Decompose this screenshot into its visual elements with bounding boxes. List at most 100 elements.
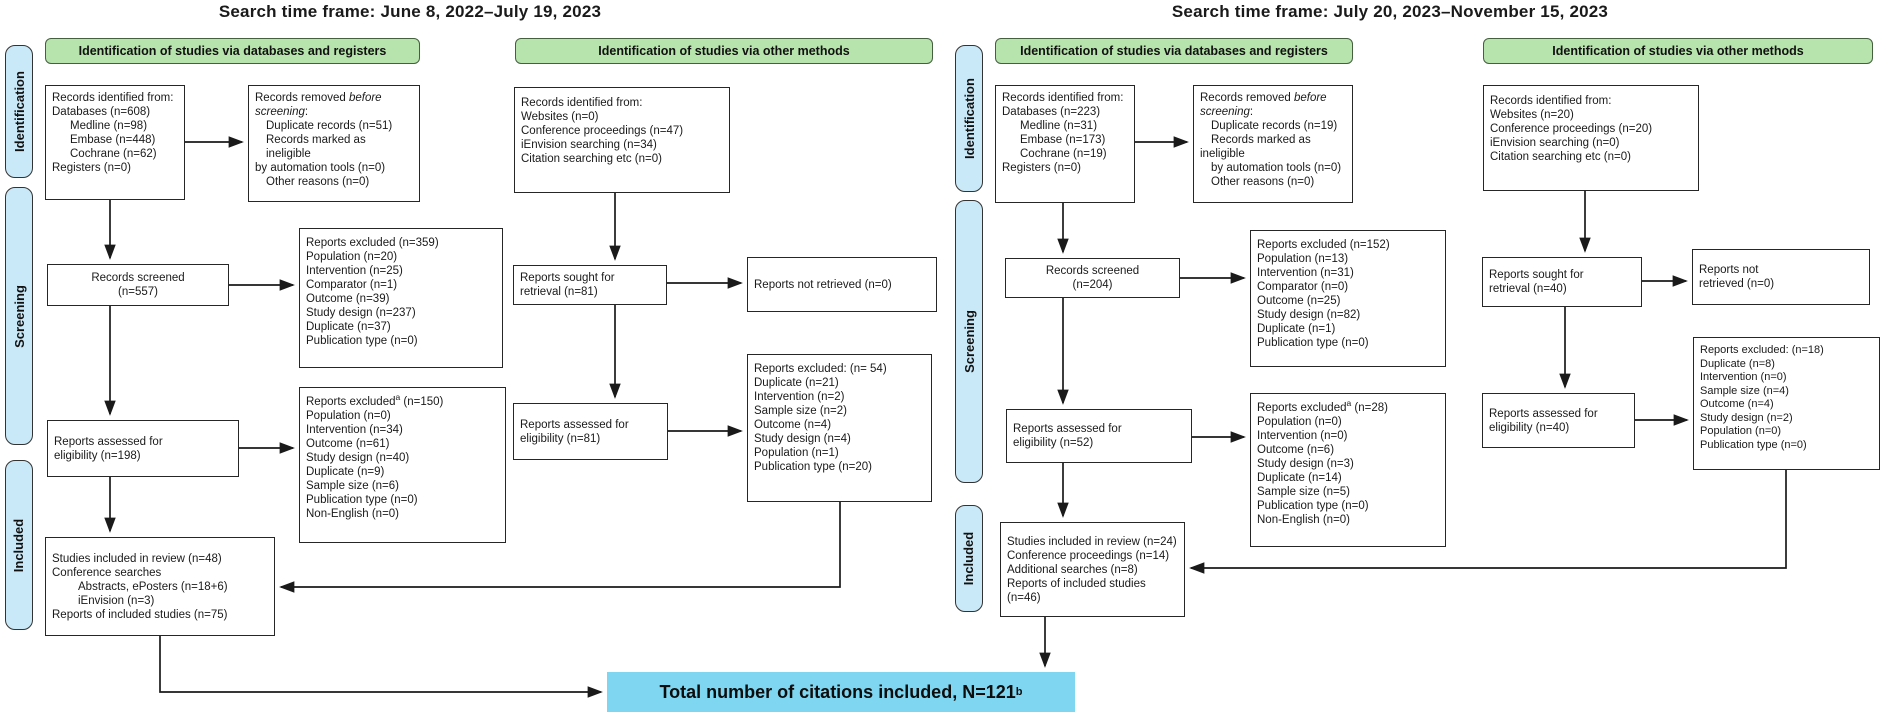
right-reports-excluded-screening-box: Reports excluded (n=152) Population (n=1… [1250, 230, 1446, 367]
box-line: iEnvision searching (n=0) [1490, 137, 1620, 149]
left-records-screened-box: Records screened (n=557) [47, 264, 229, 306]
box-line: Study design (n=40) [306, 452, 410, 464]
stage-label: Screening [11, 284, 27, 348]
stage-label: Identification [961, 78, 977, 159]
box-line: Comparator (n=1) [306, 279, 398, 291]
box-line: Publication type (n=20) [754, 461, 872, 473]
box-line: retrieval (n=81) [520, 286, 598, 298]
box-line: Embase (n=173) [1020, 134, 1106, 146]
box-line: Databases (n=223) [1002, 106, 1101, 118]
box-line: Databases (n=608) [52, 106, 151, 118]
right-reports-excluded-eligibility-box: Reports excludeda (n=28) Population (n=0… [1250, 393, 1446, 547]
box-line: Population (n=0) [1700, 425, 1782, 437]
right-stage-included: Included [955, 505, 983, 612]
box-line-text: : [304, 106, 309, 118]
box-line: Records identified from: [1002, 92, 1124, 104]
right-other-reports-excluded-box: Reports excluded: (n=18) Duplicate (n=8)… [1693, 337, 1880, 470]
stage-label: Identification [11, 71, 27, 152]
box-line: Reports excluded: (n= 54) [754, 363, 887, 375]
box-line: eligibility (n=40) [1489, 421, 1570, 434]
box-line: iEnvision (n=3) [78, 594, 155, 607]
box-line: Records identified from: [521, 97, 643, 109]
box-line: Reports of included studies (n=46) [1007, 577, 1146, 604]
box-line: Outcome (n=61) [306, 438, 390, 450]
box-line-italic: before [348, 92, 382, 104]
right-stage-screening: Screening [955, 200, 983, 483]
box-line: Population (n=0) [306, 410, 391, 422]
superscript-a: a [395, 392, 401, 403]
box-line: Duplicate records (n=51) [266, 120, 393, 132]
box-line: Conference searches [52, 566, 162, 579]
box-line: Registers (n=0) [52, 162, 131, 174]
box-line: Additional searches (n=8) [1007, 563, 1138, 576]
right-header-databases-registers: Identification of studies via databases … [995, 38, 1353, 64]
box-line: Duplicate records (n=19) [1211, 120, 1338, 132]
box-line: Intervention (n=0) [1257, 430, 1348, 442]
box-line: (n=204) [1072, 279, 1113, 291]
box-line: Records identified from: [52, 92, 174, 104]
box-line: Reports of included studies (n=75) [52, 608, 228, 621]
box-line: eligibility (n=198) [54, 449, 141, 462]
box-line: eligibility (n=52) [1013, 437, 1094, 449]
box-line: Publication type (n=0) [1700, 438, 1807, 451]
box-line-text: Records removed [255, 92, 349, 104]
box-line: Reports not retrieved (n=0) [754, 278, 892, 291]
box-line: Non-English (n=0) [306, 508, 400, 520]
box-line: Population (n=20) [306, 251, 398, 263]
box-line: Outcome (n=4) [1700, 398, 1774, 410]
box-line: Sample size (n=5) [1257, 486, 1350, 498]
box-line: Reports excluded: (n=18) [1700, 344, 1824, 356]
box-line: Records removed before [255, 91, 413, 105]
right-reports-sought-box: Reports sought for retrieval (n=40) [1482, 257, 1642, 307]
box-line: Other reasons (n=0) [266, 176, 370, 188]
box-line: Outcome (n=39) [306, 293, 390, 305]
box-line: Medline (n=98) [70, 120, 148, 132]
box-line: Reports assessed for [520, 418, 629, 431]
box-line: Websites (n=20) [1490, 109, 1574, 121]
box-line: Publication type (n=0) [306, 494, 418, 506]
right-header-other-methods: Identification of studies via other meth… [1483, 38, 1873, 64]
left-other-records-identified-box: Records identified from: Websites (n=0) … [514, 87, 730, 193]
box-line: Reports assessed for [1013, 423, 1122, 435]
box-line: Reports sought for [1489, 269, 1584, 281]
left-reports-excluded-screening-box: Reports excluded (n=359) Population (n=2… [299, 228, 503, 368]
box-line: Conference proceedings (n=14) [1007, 549, 1170, 562]
box-line-text: Reports excluded [306, 396, 396, 408]
box-line: Publication type (n=0) [1257, 337, 1369, 349]
box-line: Outcome (n=6) [1257, 444, 1335, 456]
box-line: Intervention (n=34) [306, 424, 403, 436]
right-other-records-identified-box: Records identified from: Websites (n=20)… [1483, 85, 1699, 191]
box-line: Comparator (n=0) [1257, 281, 1349, 293]
left-header-databases-registers: Identification of studies via databases … [45, 38, 420, 64]
superscript-a: a [1346, 398, 1352, 409]
box-line: Study design (n=237) [306, 307, 416, 319]
left-diagram-title: Search time frame: June 8, 2022–July 19,… [218, 2, 602, 21]
right-reports-assessed-box: Reports assessed for eligibility (n=52) [1006, 409, 1192, 463]
stage-label: Screening [961, 310, 977, 373]
box-line-text: (n=150) [400, 396, 444, 408]
box-line: Duplicate (n=14) [1257, 472, 1342, 484]
box-line: Reports assessed for [54, 435, 163, 448]
box-line: Sample size (n=4) [1700, 384, 1789, 397]
box-line: Citation searching etc (n=0) [521, 153, 662, 165]
box-line: Records marked as ineligible [266, 134, 366, 160]
box-line: Duplicate (n=9) [306, 466, 385, 478]
box-line-text: : [1249, 106, 1254, 118]
left-other-reports-assessed-box: Reports assessed for eligibility (n=81) [513, 403, 668, 460]
left-reports-sought-box: Reports sought for retrieval (n=81) [513, 265, 667, 305]
left-reports-assessed-box: Reports assessed for eligibility (n=198) [47, 420, 239, 477]
left-stage-included: Included [5, 460, 33, 630]
box-line: Reports not [1699, 264, 1759, 276]
left-records-identified-box: Records identified from: Databases (n=60… [45, 85, 185, 200]
box-line: Studies included in review (n=48) [52, 552, 222, 565]
box-line: Non-English (n=0) [1257, 514, 1351, 526]
box-line: Reports excluded (n=152) [1257, 239, 1390, 251]
left-records-removed-box: Records removed before screening: Duplic… [248, 85, 420, 202]
box-line: Citation searching etc (n=0) [1490, 151, 1631, 163]
box-line: Conference proceedings (n=47) [521, 125, 684, 137]
box-line: Population (n=13) [1257, 253, 1349, 265]
total-citations-box: Total number of citations included, N=12… [607, 672, 1075, 712]
box-line: Reports sought for [520, 272, 615, 284]
box-line: Duplicate (n=21) [754, 377, 839, 389]
